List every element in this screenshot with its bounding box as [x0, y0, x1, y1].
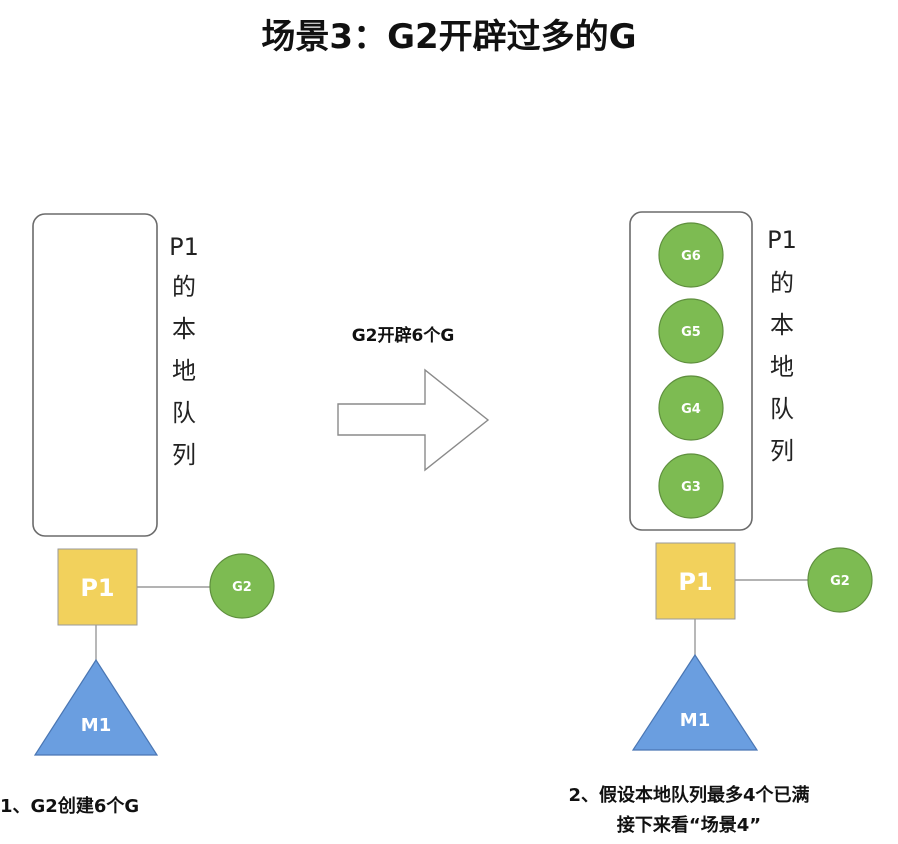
page-title: 场景3：G2开辟过多的G	[261, 17, 636, 57]
right-queue-goroutine	[658, 298, 724, 364]
left-caption: 1、G2创建6个G	[0, 795, 139, 817]
right-machine-triangle	[631, 653, 759, 751]
left-machine-label: M1	[81, 715, 111, 736]
transition-arrow: G2开辟6个G	[337, 325, 490, 472]
right-queue-goroutine	[658, 453, 724, 519]
arrow-label: G2开辟6个G	[352, 325, 455, 346]
right-caption-line2: 接下来看“场景4”	[617, 814, 761, 836]
right-arrow-shape	[337, 368, 490, 472]
left-processor-box	[57, 548, 138, 626]
right-queue-goroutine-label: G5	[681, 325, 701, 340]
left-queue-label-char: P1	[169, 233, 199, 261]
right-processor-box	[655, 542, 736, 620]
left-processor-label: P1	[80, 574, 114, 602]
right-local-queue	[629, 211, 753, 531]
right-machine-label: M1	[680, 710, 710, 731]
left-goroutine-label: G2	[232, 580, 252, 595]
left-local-queue	[32, 213, 158, 537]
right-queue-label-char: 的	[770, 269, 794, 297]
right-queue-goroutine-label: G4	[681, 402, 701, 417]
left-queue-label-char: 列	[172, 441, 196, 469]
right-goroutine-label: G2	[830, 574, 850, 589]
left-queue-label-char: 本	[172, 315, 196, 343]
right-goroutine-g2	[807, 547, 873, 613]
left-queue-label: P1 的 本 地 队 列	[169, 233, 199, 469]
right-queue-label: P1 的 本 地 队 列	[767, 226, 797, 465]
left-machine-triangle	[33, 658, 159, 756]
right-scene: G6 G5 G4 G3 P1 的 本 地 队 列 P1 G2 M1 2、假设本地…	[568, 211, 873, 836]
right-queue-label-char: 地	[770, 353, 794, 381]
right-queue-label-char: 列	[770, 437, 794, 465]
right-caption-line1: 2、假设本地队列最多4个已满	[568, 784, 809, 806]
left-queue-label-char: 队	[172, 399, 196, 427]
left-queue-label-char: 的	[172, 273, 196, 301]
right-processor-label: P1	[678, 568, 712, 596]
left-goroutine-g2	[209, 553, 275, 619]
left-scene: P1 的 本 地 队 列 P1 G2 M1 1、G2创建6个G	[0, 213, 275, 817]
left-queue-label-char: 地	[172, 357, 196, 385]
right-queue-goroutine-label: G6	[681, 249, 701, 264]
right-queue-label-char: 本	[770, 311, 794, 339]
right-queue-label-char: P1	[767, 226, 797, 254]
right-queue-goroutine-label: G3	[681, 480, 701, 495]
right-queue-goroutine	[658, 222, 724, 288]
right-queue-label-char: 队	[770, 395, 794, 423]
right-queue-goroutine	[658, 375, 724, 441]
